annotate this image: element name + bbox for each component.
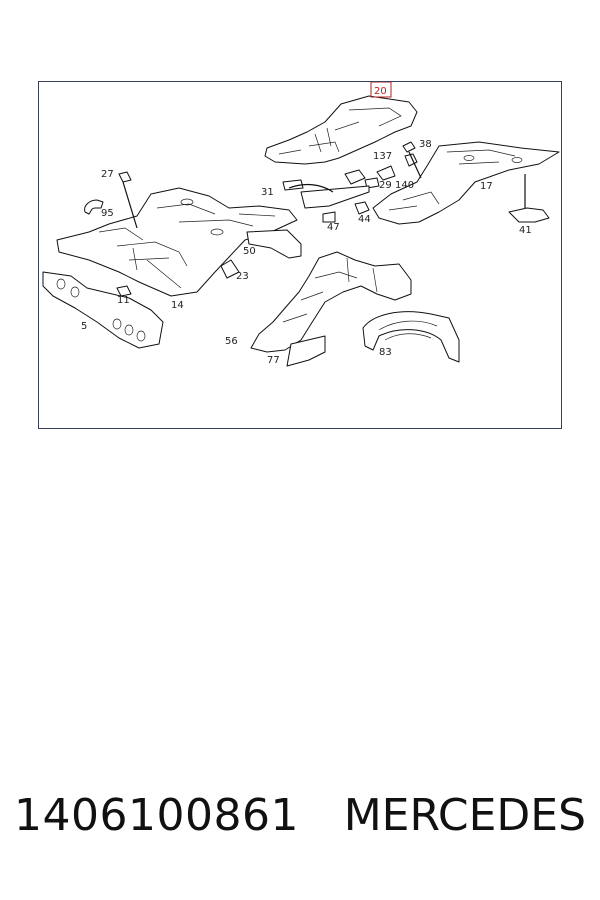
- callout-14: 14: [171, 300, 184, 311]
- side-member: [42, 271, 164, 349]
- callout-20: 20: [374, 86, 387, 97]
- callout-95: 95: [101, 208, 114, 219]
- wheel-arch: [362, 311, 460, 363]
- callout-47: 47: [327, 222, 340, 233]
- rear-bracket: [508, 207, 550, 223]
- callout-56: 56: [225, 336, 238, 347]
- callout-137: 137: [373, 151, 392, 162]
- clip-and-hose: [84, 171, 132, 215]
- longitudinal-member: [250, 251, 412, 367]
- callout-50: 50: [243, 246, 256, 257]
- highlight-box: [370, 82, 392, 98]
- callout-27: 27: [101, 169, 114, 180]
- callout-140: 140: [395, 180, 414, 191]
- parts-diagram: 20 38 137 27 95 31 29 140 17 47 44 41 50…: [42, 82, 560, 367]
- callout-5: 5: [81, 321, 87, 332]
- callout-41: 41: [519, 225, 532, 236]
- callout-17: 17: [480, 181, 493, 192]
- leader-lines: [122, 151, 526, 229]
- callout-83: 83: [379, 347, 392, 358]
- callout-77: 77: [267, 355, 280, 366]
- footer: 1406100861 MERCEDES: [0, 790, 600, 870]
- rear-side-floor-panel: [372, 141, 560, 225]
- crossmember-bracket: [246, 229, 302, 259]
- brand-name: MERCEDES: [343, 790, 586, 841]
- callout-11: 11: [117, 295, 130, 306]
- callout-38: 38: [419, 139, 432, 150]
- rear-floor-panel: [264, 95, 418, 165]
- diagram-frame: 20 38 137 27 95 31 29 140 17 47 44 41 50…: [38, 81, 562, 429]
- front-floor-panel: [56, 187, 298, 297]
- callout-29: 29: [379, 180, 392, 191]
- plate: [220, 259, 240, 279]
- callout-23: 23: [236, 271, 249, 282]
- callout-44: 44: [358, 214, 371, 225]
- part-number: 1406100861: [14, 790, 299, 841]
- callout-31: 31: [261, 187, 274, 198]
